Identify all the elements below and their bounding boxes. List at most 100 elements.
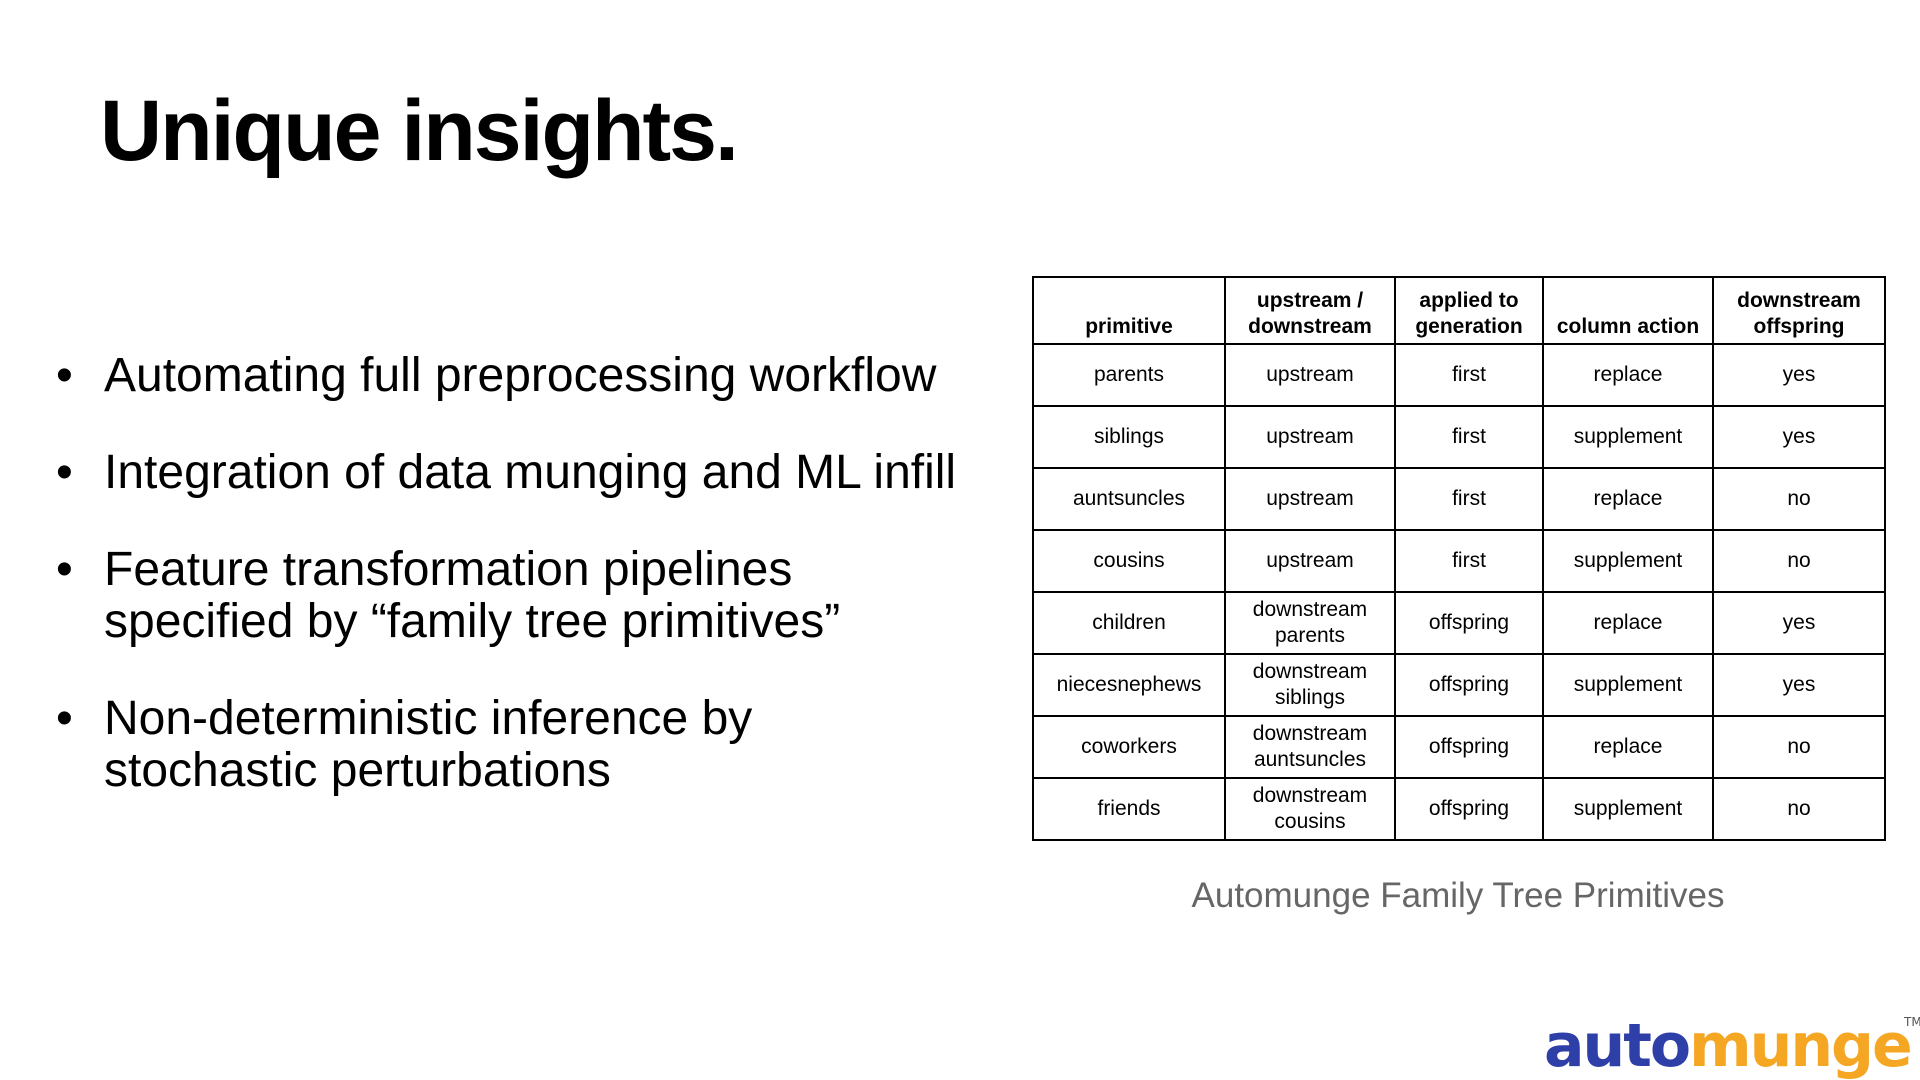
cell-text-line: downstream bbox=[1252, 722, 1368, 745]
cell-text-line: cousins bbox=[1093, 549, 1165, 572]
table-cell: coworkers bbox=[1032, 715, 1226, 779]
table-cell: replace bbox=[1542, 343, 1714, 407]
table-cell: children bbox=[1032, 591, 1226, 655]
cell-text-line: coworkers bbox=[1081, 735, 1177, 758]
table-row: parents upstream first replace yes bbox=[1032, 343, 1886, 407]
bullet-list: • Automating full preprocessing workflow •… bbox=[52, 350, 1012, 842]
cell-text-line: first bbox=[1452, 363, 1486, 386]
table-cell: offspring bbox=[1394, 591, 1544, 655]
table-header-cell: primitive bbox=[1032, 276, 1226, 345]
cell-text-line: replace bbox=[1593, 363, 1663, 386]
table-cell: cousins bbox=[1032, 529, 1226, 593]
table-cell: replace bbox=[1542, 467, 1714, 531]
table-cell: upstream bbox=[1224, 343, 1396, 407]
table-cell: first bbox=[1394, 343, 1544, 407]
table-cell: offspring bbox=[1394, 777, 1544, 841]
table-header-cell: column action bbox=[1542, 276, 1714, 345]
cell-text-line: supplement bbox=[1573, 549, 1683, 572]
table-cell: yes bbox=[1712, 653, 1886, 717]
table-cell: yes bbox=[1712, 591, 1886, 655]
cell-text-line: no bbox=[1787, 735, 1811, 758]
cell-text-line: yes bbox=[1782, 673, 1816, 696]
cell-text-line: supplement bbox=[1573, 425, 1683, 448]
bullet-dot: • bbox=[56, 446, 73, 499]
bullet-text-line: Feature transformation pipelines bbox=[104, 543, 793, 596]
bullet-text-line: Non-deterministic inference by bbox=[104, 692, 753, 745]
cell-text-line: upstream bbox=[1266, 549, 1354, 572]
cell-text-line: auntsuncles bbox=[1072, 487, 1186, 510]
cell-text-line: downstream bbox=[1252, 598, 1368, 621]
table-cell: downstream auntsuncles bbox=[1224, 715, 1396, 779]
table-cell: parents bbox=[1032, 343, 1226, 407]
primitives-table-container: primitive upstream / downstream applied to g… bbox=[1032, 276, 1886, 841]
table-cell: supplement bbox=[1542, 777, 1714, 841]
table-cell: first bbox=[1394, 529, 1544, 593]
table-row: auntsuncles upstream first replace no bbox=[1032, 467, 1886, 531]
cell-text-line: first bbox=[1452, 549, 1486, 572]
table-cell: siblings bbox=[1032, 405, 1226, 469]
table-cell: yes bbox=[1712, 343, 1886, 407]
table-header-row: primitive upstream / downstream applied to g… bbox=[1032, 276, 1886, 345]
cell-text-line: replace bbox=[1593, 487, 1663, 510]
logo-trademark: TM bbox=[1903, 1015, 1920, 1029]
header-text-line: offspring bbox=[1753, 315, 1845, 338]
cell-text-line: parents bbox=[1274, 624, 1346, 647]
table-cell: first bbox=[1394, 405, 1544, 469]
header-text-line: generation bbox=[1415, 315, 1523, 338]
cell-text-line: niecesnephews bbox=[1056, 673, 1202, 696]
cell-text-line: first bbox=[1452, 487, 1486, 510]
bullet-text-line: Automating full preprocessing workflow bbox=[104, 349, 937, 402]
cell-text-line: downstream bbox=[1252, 784, 1368, 807]
cell-text-line: parents bbox=[1093, 363, 1165, 386]
logo-text-auto: auto bbox=[1544, 1011, 1689, 1080]
table-cell: no bbox=[1712, 529, 1886, 593]
cell-text-line: siblings bbox=[1093, 425, 1165, 448]
family-tree-primitives-table: primitive upstream / downstream applied to g… bbox=[1032, 276, 1886, 841]
cell-text-line: replace bbox=[1593, 735, 1663, 758]
cell-text-line: upstream bbox=[1266, 487, 1354, 510]
table-cell: supplement bbox=[1542, 653, 1714, 717]
table-cell: no bbox=[1712, 467, 1886, 531]
bullet-text-line: Integration of data munging and ML infil… bbox=[104, 446, 957, 499]
table-row: cousins upstream first supplement no bbox=[1032, 529, 1886, 593]
cell-text-line: no bbox=[1787, 549, 1811, 572]
table-header-cell: applied to generation bbox=[1394, 276, 1544, 345]
header-text-line: applied to bbox=[1419, 289, 1519, 312]
table-cell: supplement bbox=[1542, 529, 1714, 593]
cell-text-line: offspring bbox=[1428, 611, 1510, 634]
cell-text-line: replace bbox=[1593, 611, 1663, 634]
header-text-line: upstream / bbox=[1256, 289, 1364, 312]
table-cell: supplement bbox=[1542, 405, 1714, 469]
bullet-dot: • bbox=[56, 349, 73, 402]
cell-text-line: upstream bbox=[1266, 363, 1354, 386]
header-text-line: downstream bbox=[1248, 315, 1372, 338]
table-cell: niecesnephews bbox=[1032, 653, 1226, 717]
header-text-line: primitive bbox=[1085, 315, 1173, 338]
bullet-dot: • bbox=[56, 692, 73, 745]
cell-text-line: downstream bbox=[1252, 660, 1368, 683]
table-cell: replace bbox=[1542, 715, 1714, 779]
cell-text-line: yes bbox=[1782, 611, 1816, 634]
table-cell: upstream bbox=[1224, 405, 1396, 469]
table-caption: Automunge Family Tree Primitives bbox=[1191, 876, 1725, 915]
bullet-text-line: specified by “family tree primitives” bbox=[104, 595, 841, 648]
table-cell: no bbox=[1712, 715, 1886, 779]
table-cell: first bbox=[1394, 467, 1544, 531]
cell-text-line: auntsuncles bbox=[1253, 748, 1367, 771]
cell-text-line: upstream bbox=[1266, 425, 1354, 448]
table-cell: auntsuncles bbox=[1032, 467, 1226, 531]
table-cell: offspring bbox=[1394, 715, 1544, 779]
table-row: children downstream parents offspring replac… bbox=[1032, 591, 1886, 655]
table-cell: no bbox=[1712, 777, 1886, 841]
automunge-logo: automunge TM bbox=[1544, 1011, 1920, 1080]
logo-text-munge: munge bbox=[1689, 1011, 1911, 1080]
bullet-dot: • bbox=[56, 543, 73, 596]
svg-text:automunge: automunge bbox=[1544, 1011, 1911, 1080]
bullet-item: • Integration of data munging and ML infi… bbox=[52, 447, 1012, 499]
